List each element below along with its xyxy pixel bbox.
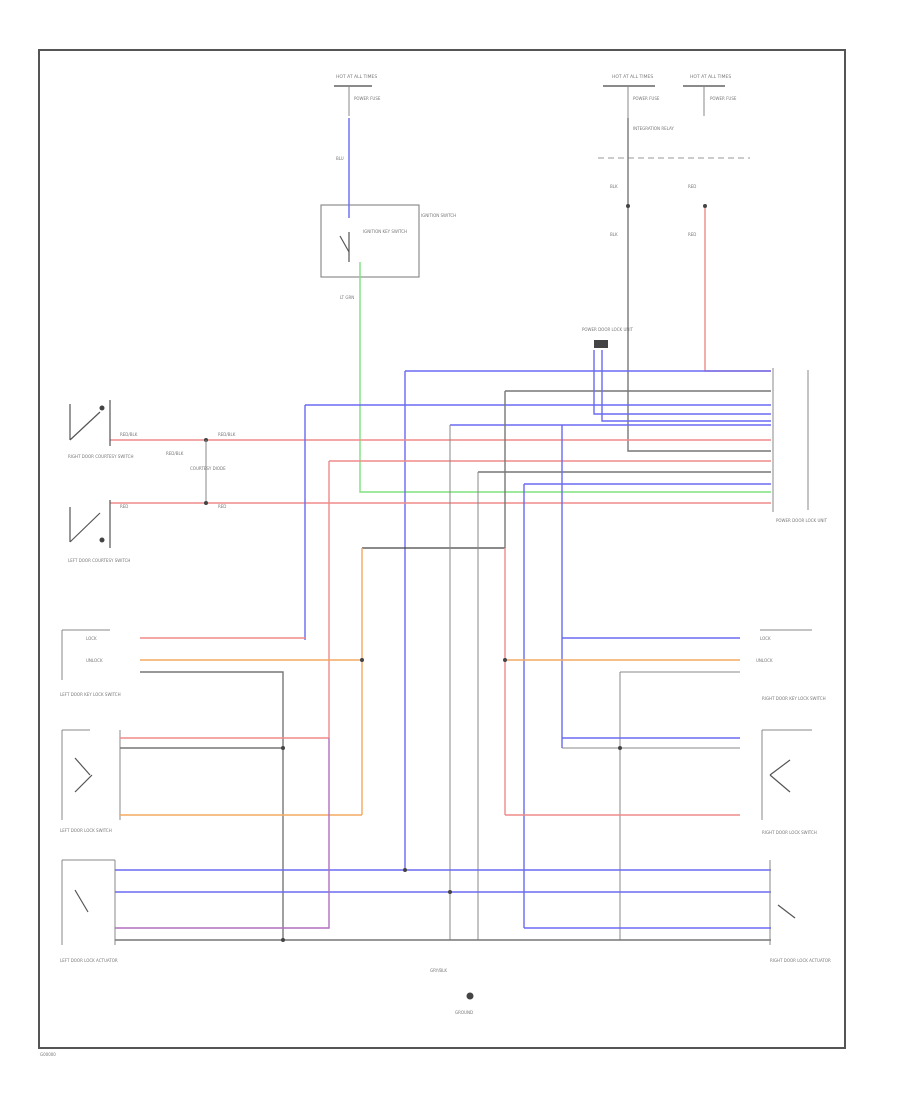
left-actuator-label: LEFT DOOR LOCK ACTUATOR	[60, 958, 118, 963]
ignition-switch: IGNITION SWITCH IGNITION KEY SWITCH LT G…	[320, 204, 456, 300]
fuse-mid-wire-color-2: BLK	[610, 232, 618, 237]
ignition-switch-inner-label: IGNITION KEY SWITCH	[363, 229, 407, 234]
ground-label: GROUND	[455, 1010, 473, 1015]
left-lock-switch-label: LEFT DOOR LOCK SWITCH	[60, 828, 112, 833]
right-door-courtesy-wire-2: RED/BLK	[218, 432, 236, 437]
left-door-courtesy-wire: RED	[120, 504, 128, 509]
unit-connector-lines	[772, 368, 809, 512]
courtesy-diode-wire: RED/BLK	[166, 451, 184, 456]
fuse-mid-wire-color: BLK	[610, 184, 618, 189]
left-door-courtesy-switch: LEFT DOOR COURTESY SWITCH RED RED	[68, 500, 226, 563]
fuse-left-header: HOT AT ALL TIMES	[336, 74, 377, 80]
wire-black-feed	[627, 118, 771, 452]
courtesy-diode-label: COURTESY DIODE	[190, 466, 226, 471]
right-key-switch-label: RIGHT DOOR KEY LOCK SWITCH	[762, 696, 826, 701]
ignition-wire-color: LT GRN	[340, 295, 354, 300]
fuse-left-wire-color: BLU	[336, 156, 344, 161]
wire-red-feed	[704, 208, 771, 372]
left-door-courtesy-wire-2: RED	[218, 504, 226, 509]
fuse-mid-label: POWER FUSE	[633, 96, 660, 101]
fuse-left-label: POWER FUSE	[354, 96, 381, 101]
left-key-switch-label: LEFT DOOR KEY LOCK SWITCH	[60, 692, 121, 697]
footer-code: G00000	[40, 1052, 56, 1057]
right-door-courtesy-label: RIGHT DOOR COURTESY SWITCH	[68, 454, 133, 459]
left-key-unlock-label: UNLOCK	[86, 658, 103, 663]
left-door-lock-actuator: LEFT DOOR LOCK ACTUATOR	[60, 859, 118, 963]
fuse-right: HOT AT ALL TIMES POWER FUSE RED RED	[683, 74, 737, 237]
right-actuator-label: RIGHT DOOR LOCK ACTUATOR	[770, 958, 831, 963]
right-lock-switch-label: RIGHT DOOR LOCK SWITCH	[762, 830, 817, 835]
right-door-key-lock-switch: LOCK UNLOCK RIGHT DOOR KEY LOCK SWITCH	[756, 629, 826, 701]
courtesy-diode: RED/BLK COURTESY DIODE	[166, 438, 226, 505]
wire-blue-relay-2	[601, 350, 771, 422]
right-key-lock-label: LOCK	[760, 636, 771, 641]
wire-purple-actuator	[115, 738, 330, 929]
right-door-lock-actuator: RIGHT DOOR LOCK ACTUATOR	[769, 860, 831, 963]
left-door-courtesy-label: LEFT DOOR COURTESY SWITCH	[68, 558, 130, 563]
fuse-mid: HOT AT ALL TIMES POWER FUSE INTEGRATION …	[603, 74, 674, 237]
unit-label-right: POWER DOOR LOCK UNIT	[776, 518, 828, 523]
diagram-frame	[38, 49, 846, 1049]
fuse-right-wire-color: RED	[688, 184, 696, 189]
right-key-unlock-label: UNLOCK	[756, 658, 773, 663]
wire-blue-relay	[593, 350, 771, 415]
wire-green-ignition	[359, 262, 771, 493]
right-door-courtesy-switch: RIGHT DOOR COURTESY SWITCH RED/BLK RED/B…	[68, 400, 236, 459]
fuse-mid-sublabel: INTEGRATION RELAY	[633, 126, 674, 131]
left-door-key-lock-switch: LOCK UNLOCK LEFT DOOR KEY LOCK SWITCH	[60, 629, 121, 697]
fuse-right-wire-color-2: RED	[688, 232, 696, 237]
ground: GRY/BLK GROUND	[430, 968, 474, 1015]
fuse-right-header: HOT AT ALL TIMES	[690, 74, 731, 80]
right-door-lock-switch: RIGHT DOOR LOCK SWITCH	[761, 729, 817, 835]
door-lock-unit-label: POWER DOOR LOCK UNIT	[582, 327, 634, 348]
fuse-right-label: POWER FUSE	[710, 96, 737, 101]
wire-gray-left-key	[140, 671, 284, 940]
right-door-courtesy-wire: RED/BLK	[120, 432, 138, 437]
power-door-lock-unit-label: POWER DOOR LOCK UNIT	[582, 327, 634, 332]
fuse-mid-header: HOT AT ALL TIMES	[612, 74, 653, 80]
left-key-lock-label: LOCK	[86, 636, 97, 641]
left-door-lock-switch: LEFT DOOR LOCK SWITCH	[60, 729, 121, 833]
fuse-left: HOT AT ALL TIMES POWER FUSE BLU	[334, 74, 381, 161]
ignition-switch-label: IGNITION SWITCH	[421, 213, 456, 218]
ground-wire-color: GRY/BLK	[430, 968, 447, 973]
